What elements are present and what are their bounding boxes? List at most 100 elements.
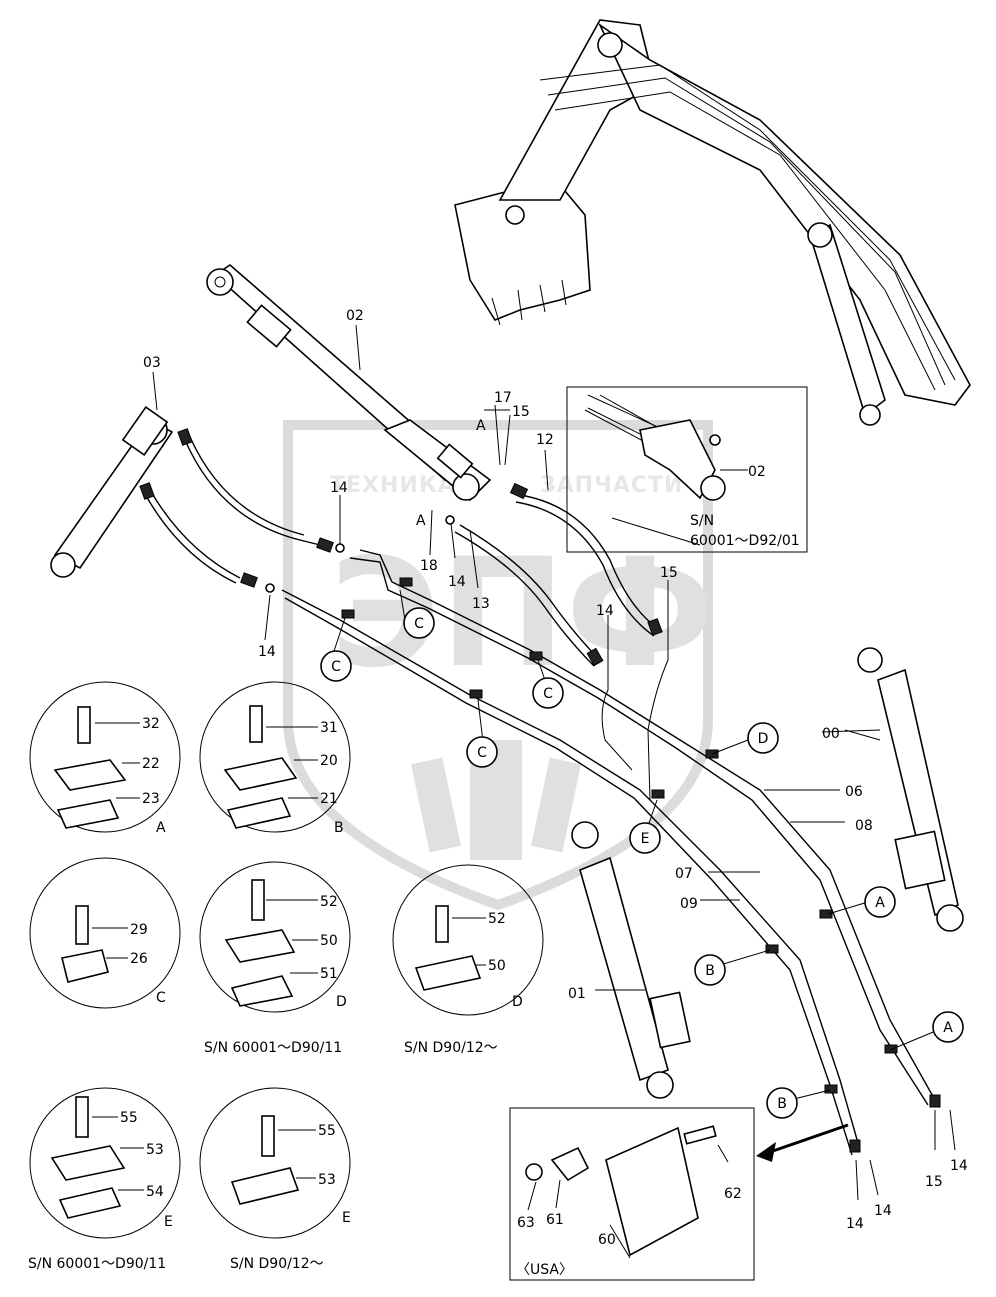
detail-e2-cap	[230, 1167, 300, 1205]
svg-text:55: 55	[318, 1123, 336, 1139]
label-14-e: 14	[950, 1158, 968, 1174]
detail-a-base	[56, 799, 120, 829]
label-17: 17	[494, 390, 512, 406]
detail-a-cap	[53, 759, 127, 791]
cylinder-01	[571, 821, 691, 1099]
label-02: 02	[346, 308, 364, 324]
cylinder-03	[50, 406, 174, 578]
detail-e2-serial: S/N D90/12～	[230, 1256, 324, 1272]
label-63: 63	[517, 1215, 535, 1231]
callout-c3: C	[532, 677, 564, 709]
label-08: 08	[855, 818, 873, 834]
svg-text:53: 53	[318, 1172, 336, 1188]
label-00: 00	[822, 726, 840, 742]
label-07: 07	[675, 866, 693, 882]
callout-b1: B	[694, 954, 726, 986]
clamp-callouts: C C C C D E A B A B	[320, 607, 964, 1119]
detail-d2-bolt	[435, 905, 449, 943]
svg-text:31: 31	[320, 720, 338, 736]
cylinder-02	[206, 263, 492, 502]
svg-text:B: B	[777, 1096, 787, 1112]
svg-text:32: 32	[142, 716, 160, 732]
svg-text:51: 51	[320, 966, 338, 982]
cover-60	[605, 1126, 699, 1257]
bolt-62	[683, 1125, 717, 1145]
label-15-a: 15	[512, 404, 530, 420]
label-13: 13	[472, 596, 490, 612]
svg-text:50: 50	[320, 933, 338, 949]
label-14-a: 14	[330, 480, 348, 496]
clamp-b1	[765, 944, 779, 954]
clamp-a2	[884, 1044, 898, 1054]
detail-d2-cap	[414, 955, 482, 991]
detail-d1-base	[230, 975, 294, 1007]
svg-text:B: B	[705, 963, 715, 979]
detail-e1-bolt	[75, 1096, 89, 1138]
detail-b-cap	[223, 757, 298, 791]
svg-text:A: A	[943, 1020, 953, 1036]
detail-e1-serial: S/N 60001～D90/11	[28, 1256, 166, 1272]
svg-text:52: 52	[320, 894, 338, 910]
svg-text:29: 29	[130, 922, 148, 938]
svg-text:52: 52	[488, 911, 506, 927]
label-14-d: 14	[596, 603, 614, 619]
detail-a-bolt	[77, 706, 91, 744]
usa-inset-box: 60 61 62 63 〈USA〉	[509, 1107, 849, 1281]
label-14-f: 14	[846, 1216, 864, 1232]
detail-b-base	[226, 797, 292, 829]
callout-a1: A	[864, 886, 896, 918]
label-14-c: 14	[448, 574, 466, 590]
detail-d1-serial: S/N 60001～D90/11	[204, 1040, 342, 1056]
svg-text:B: B	[334, 820, 344, 836]
label-06: 06	[845, 784, 863, 800]
inset-label-02: 02	[748, 464, 766, 480]
label-14-b: 14	[258, 644, 276, 660]
clamp-61	[550, 1146, 590, 1182]
detail-b-bolt	[249, 705, 263, 743]
svg-text:D: D	[512, 994, 523, 1010]
point-a-lower: A	[416, 513, 426, 529]
svg-text:21: 21	[320, 791, 338, 807]
label-18: 18	[420, 558, 438, 574]
inset-serial-line2: 60001～D92/01	[690, 533, 800, 549]
callout-e: E	[629, 822, 661, 854]
svg-text:C: C	[331, 659, 341, 675]
label-14-g: 14	[874, 1203, 892, 1219]
detail-c: 29 26 C	[29, 857, 181, 1009]
svg-text:A: A	[875, 895, 885, 911]
callout-b2: B	[766, 1087, 798, 1119]
cylinder-00	[857, 647, 964, 932]
usa-label: 〈USA〉	[516, 1262, 573, 1278]
detail-d1: 52 50 51 D S/N 60001～D90/11	[199, 861, 351, 1056]
svg-text:C: C	[156, 990, 166, 1006]
svg-text:D: D	[336, 994, 347, 1010]
detail-d1-cap	[224, 929, 296, 963]
clamp-c1	[399, 577, 413, 587]
clamp-c4	[469, 689, 483, 699]
label-09: 09	[680, 896, 698, 912]
svg-text:50: 50	[488, 958, 506, 974]
clamp-a1	[819, 909, 833, 919]
detail-c-bolt	[75, 905, 89, 945]
label-01: 01	[568, 986, 586, 1002]
svg-text:54: 54	[146, 1184, 164, 1200]
watermark-left-text: ТЕХНИКА	[330, 473, 456, 498]
detail-e1-cap	[50, 1145, 126, 1181]
svg-text:22: 22	[142, 756, 160, 772]
svg-text:55: 55	[120, 1110, 138, 1126]
detail-d1-bolt	[251, 879, 265, 921]
svg-text:53: 53	[146, 1142, 164, 1158]
svg-text:C: C	[543, 686, 553, 702]
clamp-c3	[529, 651, 543, 661]
svg-text:E: E	[641, 831, 650, 847]
callout-d: D	[747, 722, 779, 754]
detail-d2-serial: S/N D90/12～	[404, 1040, 498, 1056]
clamp-c2	[341, 609, 355, 619]
svg-text:E: E	[164, 1214, 173, 1230]
svg-text:E: E	[342, 1210, 351, 1226]
svg-text:20: 20	[320, 753, 338, 769]
label-15-b: 15	[660, 565, 678, 581]
boom-arm-assembly	[454, 19, 971, 426]
label-12: 12	[536, 432, 554, 448]
